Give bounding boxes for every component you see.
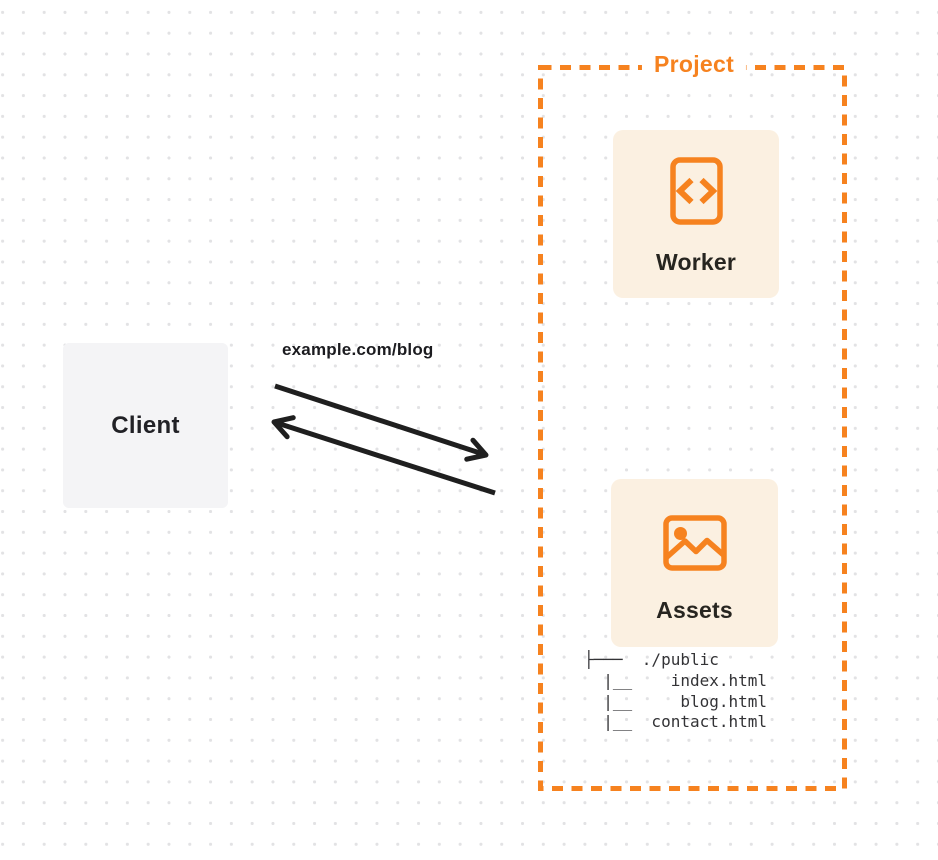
assets-file-tree: ├─── ./public |__ index.html |__ blog.ht… [584,650,767,733]
tree-line-index: |__ index.html [584,670,768,690]
assets-card: Assets [611,479,778,647]
worker-card: Worker [613,130,779,298]
request-url-label: example.com/blog [282,340,434,359]
code-document-icon [669,157,723,225]
client-box: Client [63,343,228,508]
worker-label: Worker [655,249,737,275]
request-arrow [274,383,489,462]
response-arrow [271,415,496,496]
project-label: Project [641,51,747,78]
tree-line-contact: |__ contact.html [584,712,768,732]
tree-line-blog: |__ blog.html [584,691,768,711]
image-icon [662,515,727,571]
client-label: Client [111,411,180,439]
tree-line-root: ├─── ./public [584,650,719,669]
assets-label: Assets [656,597,733,623]
project-dashed-border [538,65,847,791]
